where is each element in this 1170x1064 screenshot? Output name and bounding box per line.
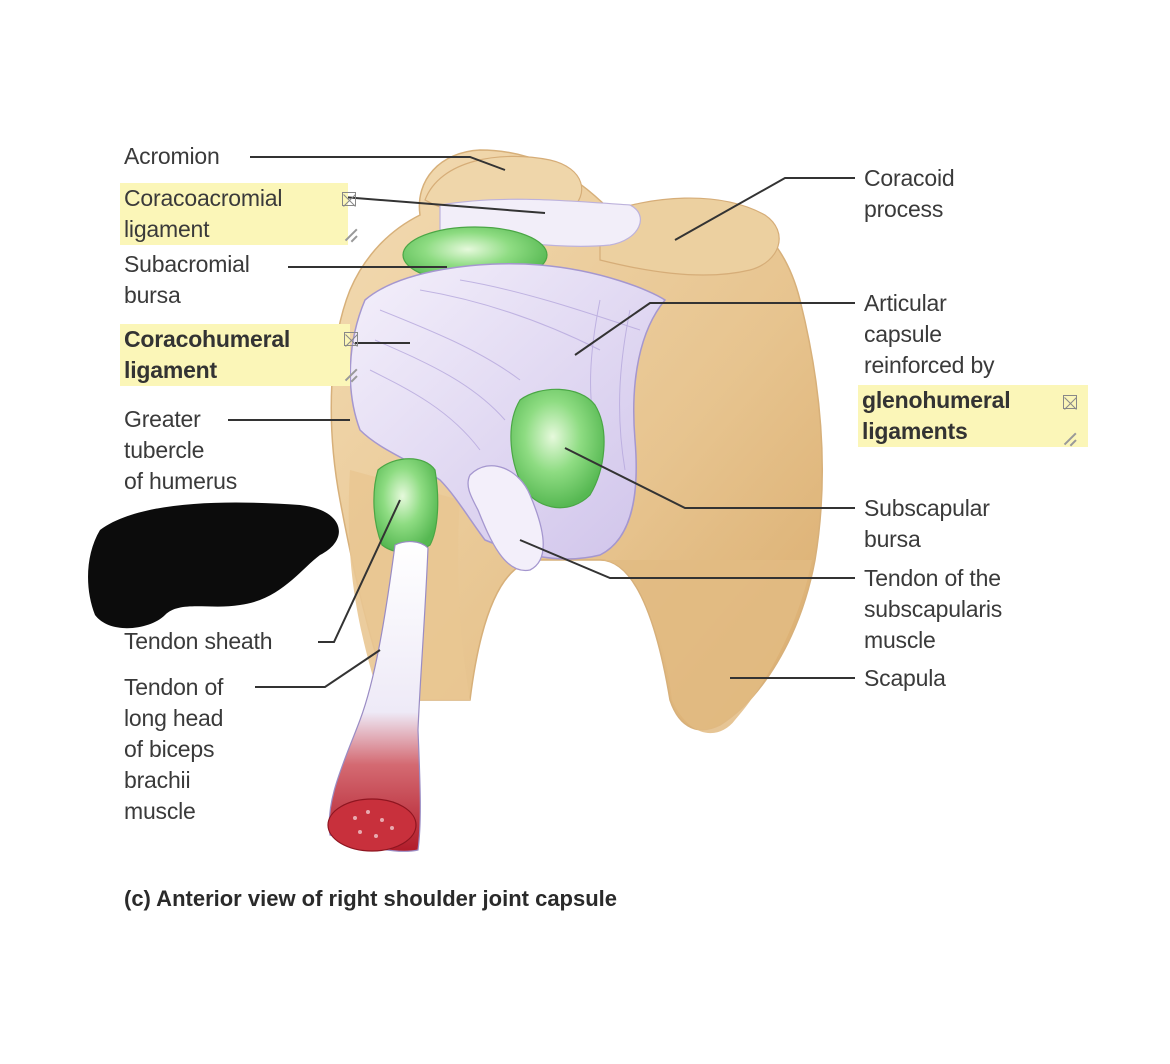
label-acromion: Acromion: [124, 143, 220, 169]
label-subacromial-bursa: Subacromial bursa: [124, 251, 250, 308]
biceps-muscle-fibers: [353, 810, 394, 838]
resize-icon[interactable]: [344, 368, 358, 382]
label-coracohumeral-ligament: Coracohumeral ligament: [120, 324, 350, 386]
label-biceps-tendon: Tendon of long head of biceps brachii mu…: [124, 674, 224, 824]
subscapularis-tendon: [467, 465, 544, 571]
label-scapula: Scapula: [864, 665, 946, 691]
figure-caption: (c) Anterior view of right shoulder join…: [124, 886, 618, 911]
label-subscapular-bursa: Subscapular bursa: [864, 495, 990, 552]
label-subscapularis-tendon: Tendon of the subscapularis muscle: [864, 565, 1003, 653]
tendon-sheath: [373, 458, 439, 554]
label-articular-capsule: Articular capsule reinforced by: [864, 290, 995, 378]
comment-icon[interactable]: [1063, 395, 1077, 409]
label-greater-tubercle: Greater tubercle of humerus: [124, 406, 238, 494]
biceps-muscle-cut: [327, 798, 417, 852]
leader-lines: [228, 156, 855, 688]
label-coracoid-process: Coracoid process: [864, 165, 955, 222]
comment-icon[interactable]: [344, 332, 358, 346]
resize-icon[interactable]: [344, 228, 358, 242]
comment-icon[interactable]: [342, 192, 356, 206]
label-coracoacromial-ligament: Coracoacromial ligament: [120, 183, 348, 245]
label-tendon-sheath: Tendon sheath: [124, 628, 273, 654]
label-glenohumeral-ligaments: glenohumeral ligaments: [858, 385, 1088, 447]
subscapular-bursa: [510, 388, 605, 509]
biceps-tendon: [328, 541, 429, 852]
resize-icon[interactable]: [1063, 432, 1077, 446]
redaction-mark: [88, 502, 339, 629]
